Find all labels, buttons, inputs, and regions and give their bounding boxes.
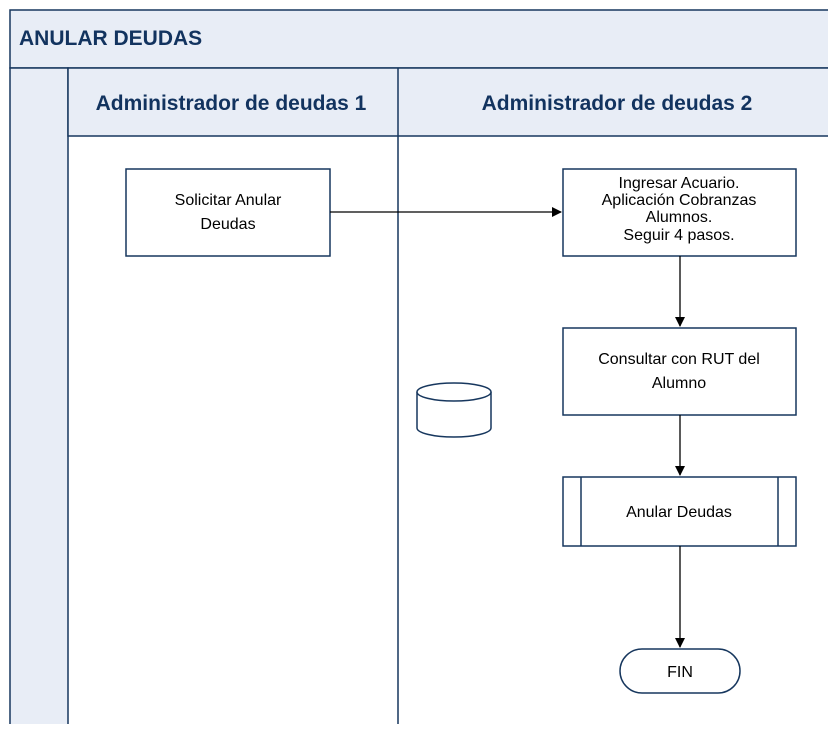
process-consultar-rut: Consultar con RUT del Alumno bbox=[562, 327, 797, 416]
diagram-title: ANULAR DEUDAS bbox=[19, 27, 202, 50]
node-line: Alumno bbox=[652, 375, 706, 392]
terminator-fin: FIN bbox=[619, 648, 741, 694]
node-line: Alumnos. bbox=[646, 209, 713, 226]
process-box bbox=[125, 168, 331, 257]
node-line: Anular Deudas bbox=[626, 504, 732, 521]
node-line: Seguir 4 pasos. bbox=[623, 227, 734, 244]
node-line: Aplicación Cobranzas bbox=[602, 192, 757, 209]
node-line: Ingresar Acuario. bbox=[619, 175, 740, 192]
row-header-column bbox=[9, 67, 69, 729]
node-line: Consultar con RUT del bbox=[598, 351, 760, 368]
process-ingresar-acuario: Ingresar Acuario. Aplicación Cobranzas A… bbox=[562, 168, 797, 257]
process-box bbox=[562, 327, 797, 416]
node-line: Deudas bbox=[200, 216, 255, 233]
process-solicitar-anular-deudas: Solicitar Anular Deudas bbox=[125, 168, 331, 257]
lane-2-label: Administrador de deudas 2 bbox=[482, 92, 753, 115]
node-line: FIN bbox=[667, 664, 693, 681]
title-bar bbox=[9, 9, 828, 69]
database-cylinder-icon bbox=[416, 382, 492, 438]
process-box bbox=[562, 168, 797, 257]
lane-header-band bbox=[67, 67, 828, 137]
subprocess-anular-deudas: Anular Deudas bbox=[562, 476, 797, 547]
lane-1-label: Administrador de deudas 1 bbox=[96, 92, 367, 115]
terminator-shape bbox=[619, 648, 741, 694]
node-line: Solicitar Anular bbox=[175, 192, 282, 209]
